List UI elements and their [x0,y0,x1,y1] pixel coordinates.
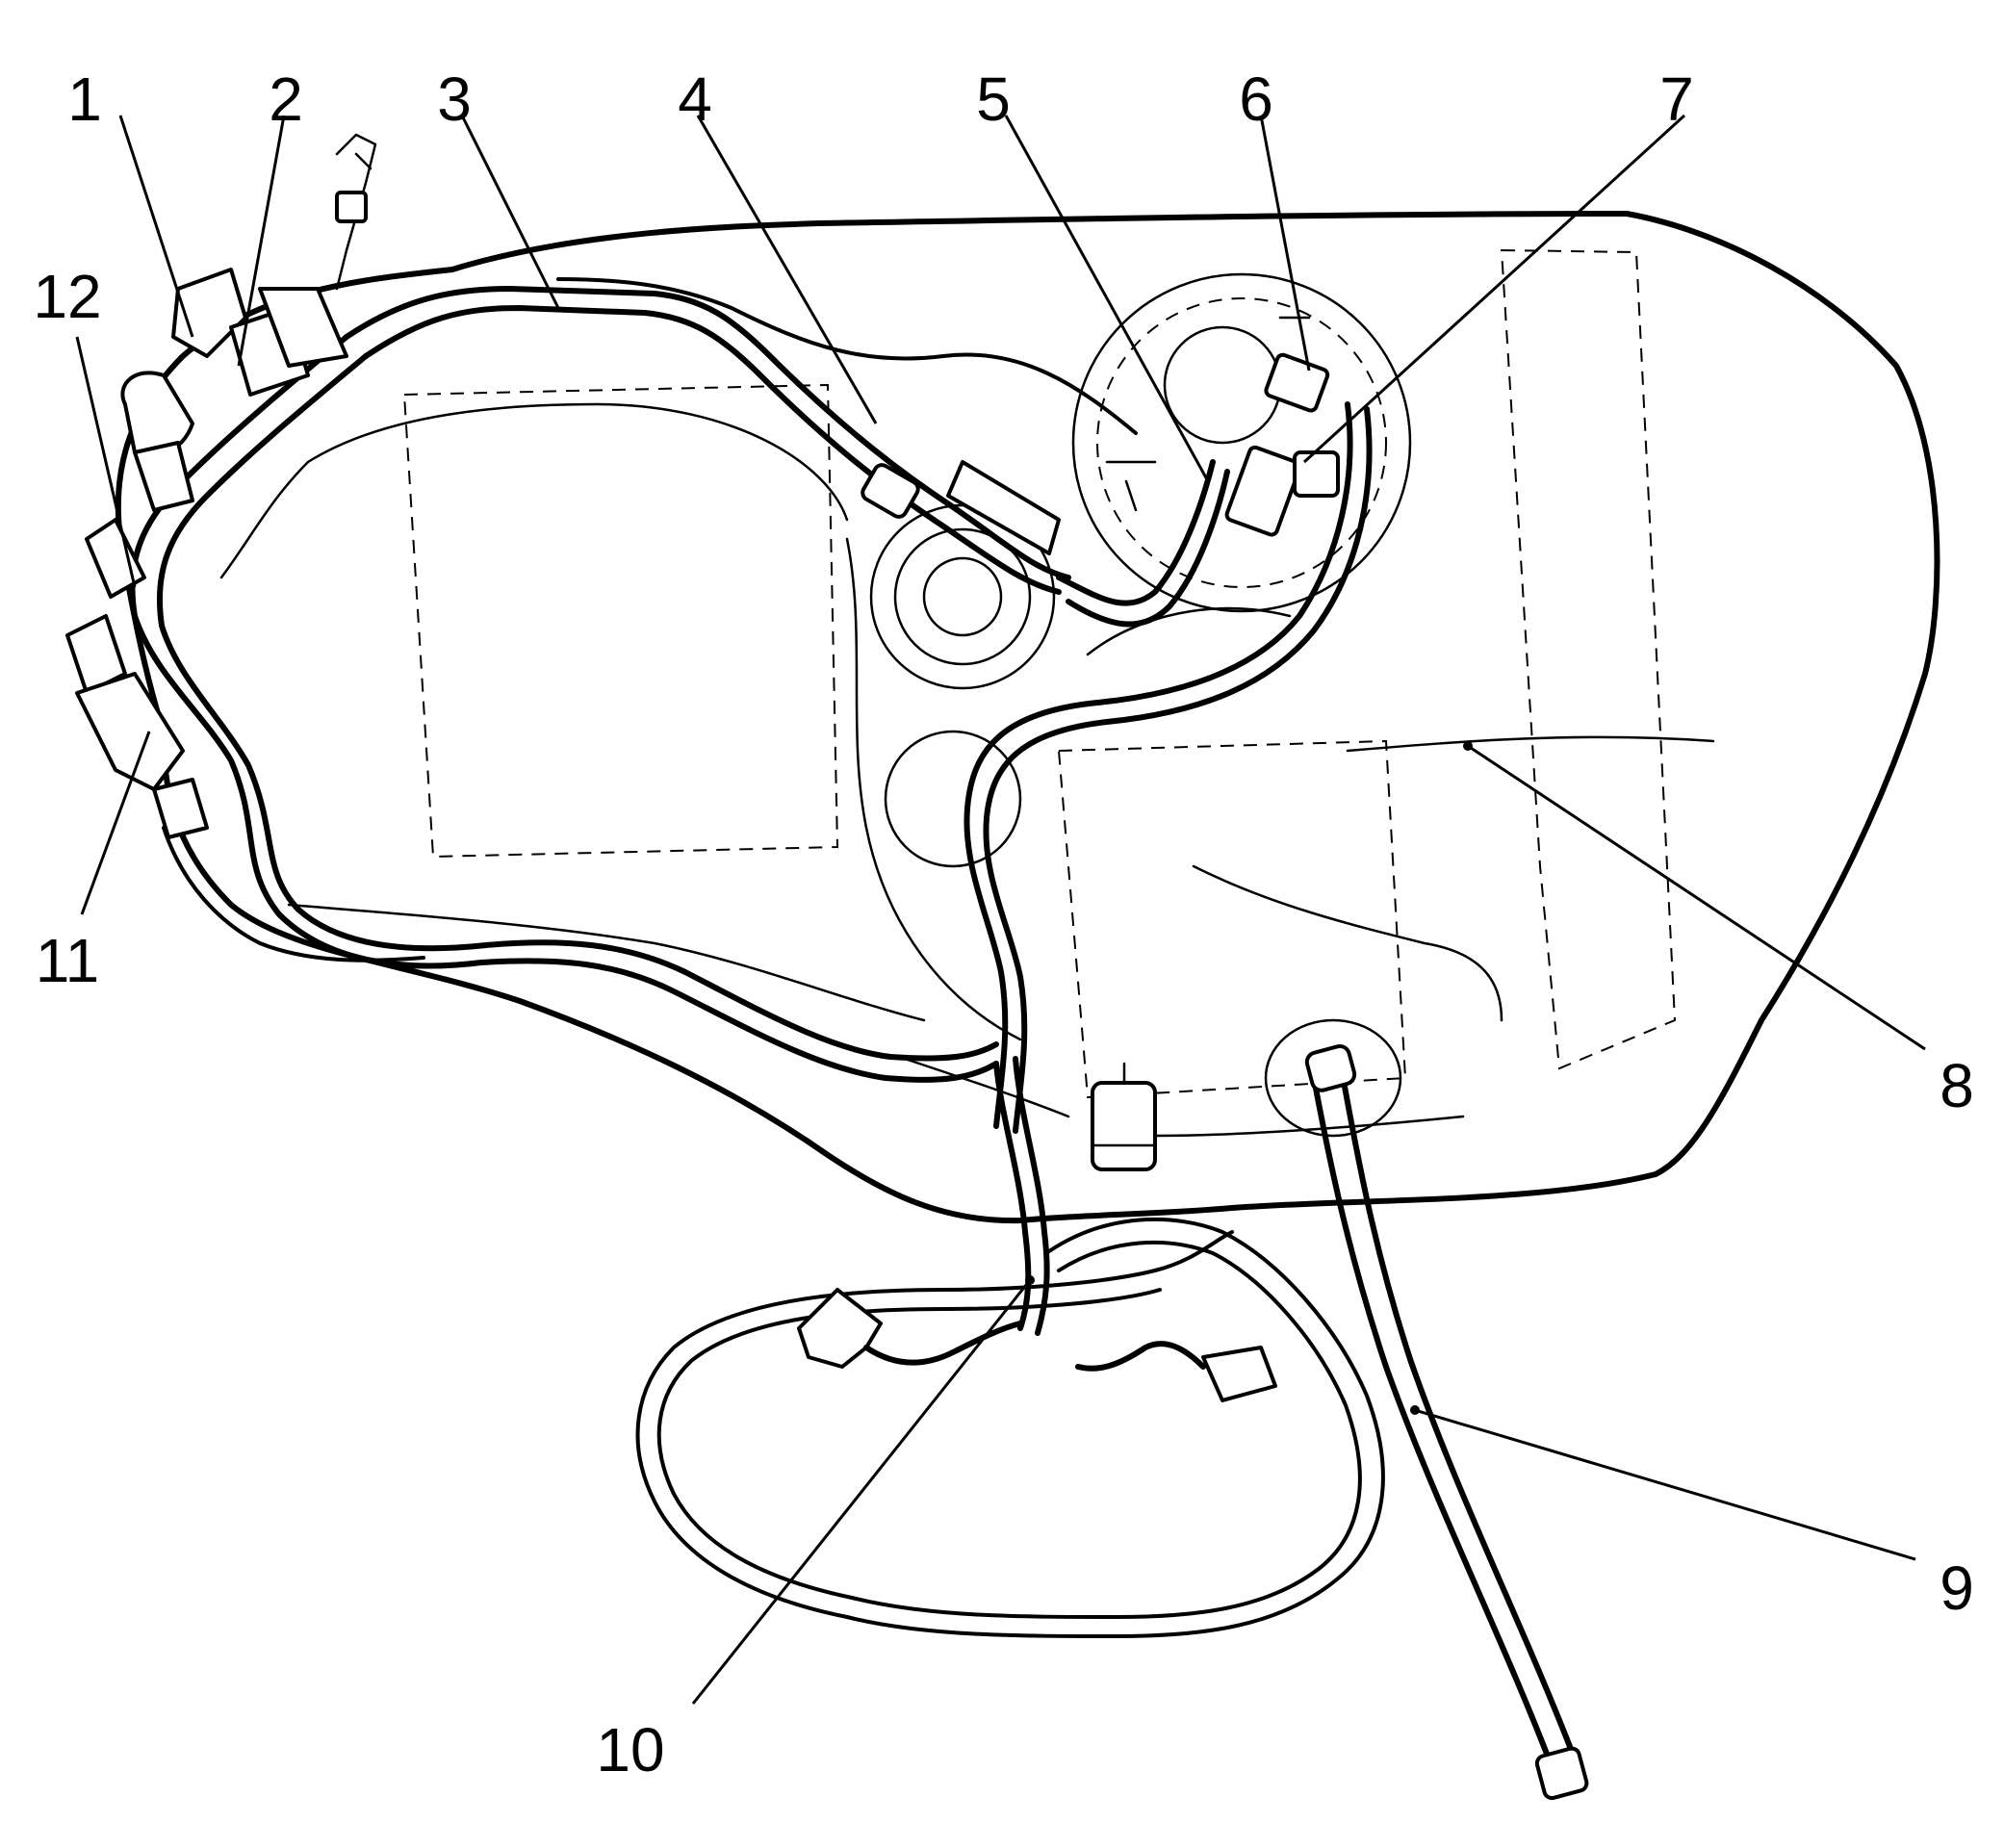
callout-6: 6 [1239,64,1273,134]
callout-9: 9 [1940,1553,1974,1623]
callout-labels: 1 2 3 4 5 6 7 8 9 10 11 12 [33,64,1973,1784]
callout-11: 11 [36,926,99,995]
callout-5: 5 [976,64,1011,134]
leader-lines [75,114,1926,1705]
callout-7: 7 [1659,64,1694,134]
left-components [65,133,377,839]
callout-2: 2 [269,64,303,134]
callout-8: 8 [1940,1051,1974,1120]
filler-hose [1304,1043,1589,1801]
fuel-lines [129,277,1373,1336]
wiring-harness [635,1217,1385,1638]
callout-1: 1 [67,64,102,134]
callout-12: 12 [33,262,101,331]
callout-10: 10 [596,1715,664,1784]
callout-3: 3 [437,64,472,134]
callout-4: 4 [678,64,712,134]
